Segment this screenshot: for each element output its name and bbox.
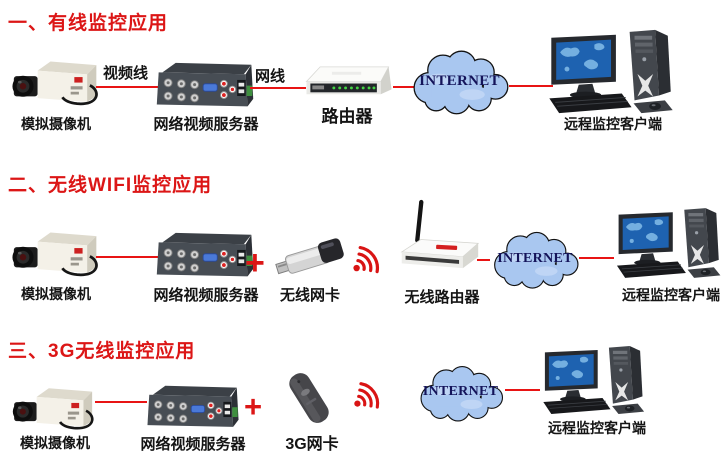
video-server-icon [153,231,257,284]
video-server-icon [143,384,243,434]
wifi-signal-icon [351,366,384,410]
lan-cable-label: 网线 [255,68,286,85]
video-cable-label: 视频线 [103,65,149,82]
client-label: 远程监控客户端 [548,420,646,436]
section-title-3g: 三、3G无线监控应用 [8,341,196,362]
router-icon [302,62,396,106]
connection-line [477,259,490,261]
wifi-signal-icon [350,230,384,274]
wifi-dongle-label: 无线网卡 [279,287,340,304]
analog-camera-icon [10,56,102,111]
connection-line [579,257,614,259]
server-label: 网络视频服务器 [153,287,259,304]
client-computer-icon [612,204,727,282]
section-title-wifi: 二、无线WIFI监控应用 [8,175,213,196]
camera-label: 模拟摄像机 [21,286,91,302]
connection-line [509,85,553,87]
router-label: 路由器 [321,107,373,126]
client-label: 远程监控客户端 [622,287,720,303]
wireless-router-label: 无线路由器 [404,289,480,306]
connection-line-video [95,401,147,403]
plus-connector: + [244,389,263,424]
section-title-wired: 一、有线监控应用 [8,13,169,34]
server-label: 网络视频服务器 [140,436,246,453]
camera-label: 模拟摄像机 [21,116,91,132]
internet-label: INTERNET [422,384,499,399]
client-computer-icon [543,25,681,118]
connection-line-lan [250,87,306,89]
wireless-router-icon [396,198,482,281]
camera-label: 模拟摄像机 [20,435,90,451]
connection-line-video [96,86,160,88]
connection-line-video [96,256,158,258]
plus-connector: + [245,244,265,282]
client-computer-icon [538,342,651,418]
connection-line [393,86,417,88]
internet-label: INTERNET [497,251,573,266]
wifi-dongle-icon [272,234,348,282]
server-label: 网络视频服务器 [153,116,259,133]
video-server-icon [153,61,257,114]
connection-line [505,389,540,391]
analog-camera-icon [10,227,102,282]
3g-dongle-icon [274,370,344,426]
client-label: 远程监控客户端 [564,116,662,132]
internet-label: INTERNET [419,73,500,89]
analog-camera-icon [10,383,98,435]
3g-dongle-label: 3G网卡 [285,436,339,453]
